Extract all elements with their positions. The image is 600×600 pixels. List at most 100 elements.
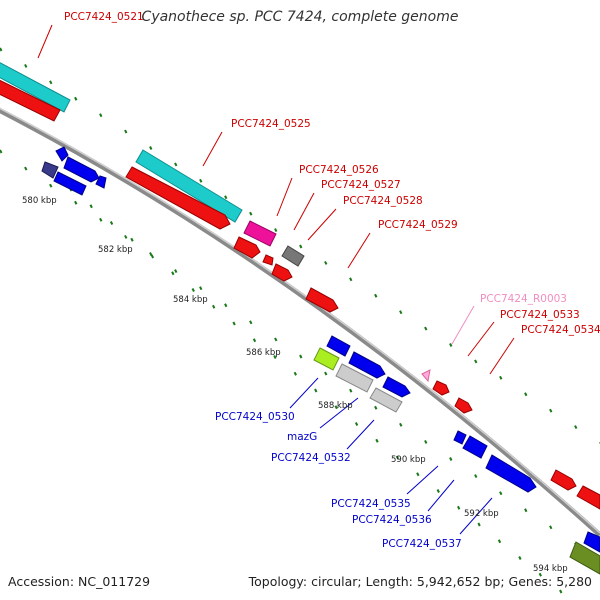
leader-line: [406, 465, 439, 495]
leader-line: [289, 377, 319, 409]
gene-PCC7424_0532[interactable]: [369, 387, 403, 413]
feature-label[interactable]: PCC7424_0529: [378, 219, 458, 231]
feature-label[interactable]: mazG: [287, 431, 317, 443]
gene-PCC7424_0533[interactable]: [432, 380, 450, 396]
tick-mark: [249, 320, 253, 325]
feature-label[interactable]: PCC7424_0528: [343, 195, 423, 207]
gene-blue-580-2[interactable]: [41, 161, 59, 179]
tick-mark: [538, 572, 542, 577]
gene-green-right[interactable]: [569, 541, 600, 575]
gene-PCC7424_0521-cyan[interactable]: [0, 60, 71, 113]
tick-mark: [89, 204, 93, 209]
scale-label: 582 kbp: [98, 245, 133, 255]
feature-label[interactable]: PCC7424_0536: [352, 514, 432, 526]
map-title: Cyanothece sp. PCC 7424, complete genome: [141, 9, 459, 25]
tick-mark: [549, 408, 553, 413]
tick-mark: [334, 405, 338, 410]
tick-mark: [199, 286, 203, 291]
leader-line: [427, 479, 455, 512]
gene-PCC7424_0527[interactable]: [233, 236, 261, 259]
gene-PCC7424_0537[interactable]: [485, 454, 537, 493]
gene-blue-right[interactable]: [583, 531, 600, 553]
tick-mark: [499, 491, 503, 496]
feature-label[interactable]: PCC7424_0521: [64, 11, 144, 23]
tick-mark: [191, 288, 195, 292]
feature-label[interactable]: PCC7424_0525: [231, 118, 311, 130]
tick-mark: [549, 525, 553, 530]
tick-mark: [424, 326, 428, 331]
tick-mark: [324, 371, 328, 376]
tick-mark: [249, 211, 253, 216]
scale-label: 584 kbp: [173, 295, 208, 305]
scale-label: 580 kbp: [22, 196, 57, 206]
tick-mark: [474, 359, 478, 364]
gene-red-right-2[interactable]: [576, 485, 600, 510]
leader-line: [489, 337, 515, 375]
gene-red-right-1[interactable]: [550, 469, 577, 491]
feature-label[interactable]: PCC7424_0527: [321, 179, 401, 191]
gene-PCC7424_0529[interactable]: [305, 287, 339, 313]
gene-blue-586-2[interactable]: [348, 351, 386, 379]
gene-PCC7424_0534[interactable]: [454, 397, 473, 414]
scale-label: 592 kbp: [464, 509, 499, 519]
tick-mark: [399, 310, 403, 315]
tick-mark: [524, 392, 528, 397]
gene-blue-580-1[interactable]: [55, 146, 69, 162]
tick-mark: [99, 217, 103, 222]
tick-mark: [518, 556, 522, 560]
tick-mark: [499, 375, 503, 380]
feature-label[interactable]: PCC7424_0530: [215, 411, 295, 423]
tick-mark: [24, 166, 28, 171]
scale-label: 594 kbp: [533, 564, 568, 574]
gene-PCC7424_0525[interactable]: [125, 166, 231, 230]
tick-mark: [299, 354, 303, 359]
feature-label[interactable]: PCC7424_0534: [521, 324, 600, 336]
leader-line: [346, 419, 375, 450]
tick-mark: [424, 439, 428, 444]
gene-blue-580-3[interactable]: [63, 156, 100, 183]
gene-blue-586-1[interactable]: [326, 335, 351, 357]
tick-mark: [349, 277, 353, 282]
tick-mark: [273, 355, 277, 359]
gene-PCC7424_0521[interactable]: [0, 78, 61, 122]
leader-line: [347, 232, 371, 269]
tick-mark: [224, 195, 228, 200]
gene-mazG[interactable]: [335, 363, 374, 393]
gene-PCC7424_0526[interactable]: [243, 220, 277, 247]
feature-label[interactable]: PCC7424_0532: [271, 452, 351, 464]
gene-blue-580-5[interactable]: [95, 175, 107, 189]
tick-mark: [174, 162, 178, 167]
tick-mark: [149, 146, 153, 150]
leader-line: [307, 208, 337, 241]
tick-mark: [232, 321, 236, 326]
tick-mark: [212, 304, 216, 309]
tick-mark: [224, 303, 228, 308]
gene-blue-586-3[interactable]: [382, 376, 411, 398]
leader-line: [293, 192, 315, 231]
gene-PCC7424_0525-cyan[interactable]: [135, 149, 243, 223]
tick-mark: [457, 505, 461, 510]
tick-mark: [449, 457, 453, 461]
tick-mark: [174, 269, 178, 274]
tick-mark: [354, 422, 359, 426]
leader-line: [459, 497, 493, 535]
gene-PCC7424_R0003[interactable]: [421, 369, 431, 383]
feature-label[interactable]: PCC7424_0535: [331, 498, 411, 510]
gene-PCC7424_0529-grey[interactable]: [281, 245, 305, 267]
tick-mark: [449, 343, 453, 347]
feature-label[interactable]: PCC7424_R0003: [480, 293, 567, 305]
leader-line: [276, 177, 293, 217]
tick-mark: [574, 425, 578, 430]
gene-PCC7424_0528[interactable]: [271, 263, 293, 282]
tick-mark: [24, 63, 28, 68]
gene-PCC7424_0530[interactable]: [313, 347, 340, 371]
feature-label[interactable]: PCC7424_0526: [299, 164, 379, 176]
gene-PCC7424_0535[interactable]: [453, 430, 467, 445]
gene-PCC7424_0536[interactable]: [462, 435, 488, 459]
tick-mark: [395, 455, 400, 460]
feature-label[interactable]: PCC7424_0537: [382, 538, 462, 550]
gene-PCC7424_0528-small[interactable]: [262, 254, 274, 266]
feature-label[interactable]: PCC7424_0533: [500, 309, 580, 321]
leader-line: [37, 24, 53, 59]
gene-blue-580-4[interactable]: [53, 171, 87, 196]
